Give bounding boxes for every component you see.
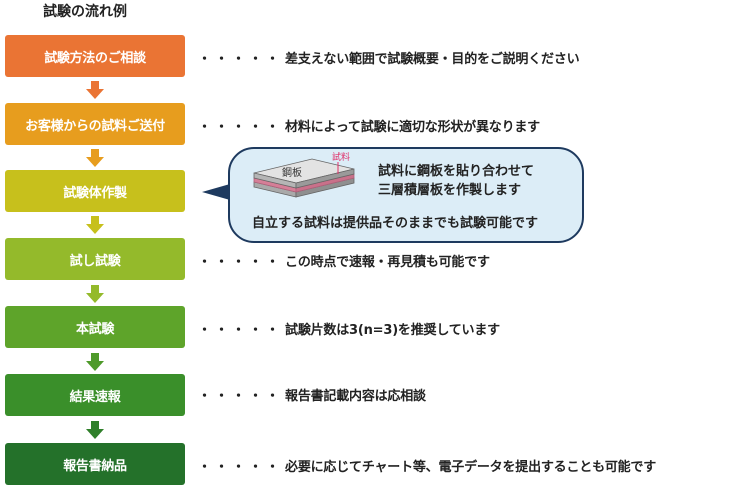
step-label: 結果速報 bbox=[69, 389, 121, 405]
step-specimen-preparation: 試験体作製 bbox=[5, 170, 185, 212]
down-arrow-icon bbox=[86, 421, 104, 439]
step-label: 本試験 bbox=[75, 321, 115, 337]
description-text: 試験片数は3(n=3)を推奨しています bbox=[285, 323, 500, 338]
step-label: お客様からの試料ご送付 bbox=[25, 118, 165, 134]
leader-dots: ・・・・・ bbox=[198, 255, 284, 270]
description-text: 材料によって試験に適切な形状が異なります bbox=[285, 120, 540, 135]
leader-dots: ・・・・・ bbox=[198, 120, 284, 135]
down-arrow-icon bbox=[86, 149, 104, 167]
step-label: 試し試験 bbox=[69, 253, 121, 269]
step-description: ・・・・・材料によって試験に適切な形状が異なります bbox=[198, 116, 540, 135]
leader-dots: ・・・・・ bbox=[198, 323, 284, 338]
step-preliminary-results: 結果速報 bbox=[5, 374, 185, 416]
leader-dots: ・・・・・ bbox=[198, 460, 284, 475]
callout-bubble bbox=[228, 147, 584, 243]
callout-description: 試料に鋼板を貼り合わせて 三層積層板を作製します bbox=[378, 162, 534, 200]
callout-note: 自立する試料は提供品そのままでも試験可能です bbox=[252, 216, 539, 231]
step-trial-test: 試し試験 bbox=[5, 238, 185, 280]
sample-label: 試料 bbox=[332, 151, 350, 163]
plate-label: 鋼板 bbox=[282, 166, 302, 179]
laminate-plate-illustration: 鋼板 試料 bbox=[253, 151, 355, 198]
step-consultation: 試験方法のご相談 bbox=[5, 35, 185, 77]
description-text: 差支えない範囲で試験概要・目的をご説明ください bbox=[285, 52, 580, 67]
step-main-test: 本試験 bbox=[5, 306, 185, 348]
callout-line: 三層積層板を作製します bbox=[378, 183, 522, 198]
callout-pointer bbox=[202, 184, 230, 200]
step-label: 試験方法のご相談 bbox=[44, 50, 146, 66]
down-arrow-icon bbox=[86, 285, 104, 303]
down-arrow-icon bbox=[86, 353, 104, 371]
leader-dots: ・・・・・ bbox=[198, 389, 284, 404]
step-description: ・・・・・必要に応じてチャート等、電子データを提出することも可能です bbox=[198, 456, 656, 475]
page-title: 試験の流れ例 bbox=[43, 4, 127, 20]
step-sample-shipping: お客様からの試料ご送付 bbox=[5, 103, 185, 145]
step-label: 報告書納品 bbox=[63, 458, 127, 474]
description-text: この時点で速報・再見積も可能です bbox=[285, 255, 490, 270]
leader-dots: ・・・・・ bbox=[198, 52, 284, 67]
callout-line: 試料に鋼板を貼り合わせて bbox=[378, 164, 535, 179]
step-label: 試験体作製 bbox=[63, 185, 127, 201]
step-description: ・・・・・試験片数は3(n=3)を推奨しています bbox=[198, 319, 500, 338]
step-report-delivery: 報告書納品 bbox=[5, 443, 185, 485]
step-description: ・・・・・差支えない範囲で試験概要・目的をご説明ください bbox=[198, 48, 580, 67]
description-text: 報告書記載内容は応相談 bbox=[285, 389, 426, 404]
description-text: 必要に応じてチャート等、電子データを提出することも可能です bbox=[285, 460, 657, 475]
step-description: ・・・・・この時点で速報・再見積も可能です bbox=[198, 251, 490, 270]
down-arrow-icon bbox=[86, 216, 104, 234]
down-arrow-icon bbox=[86, 81, 104, 99]
step-description: ・・・・・報告書記載内容は応相談 bbox=[198, 385, 426, 404]
